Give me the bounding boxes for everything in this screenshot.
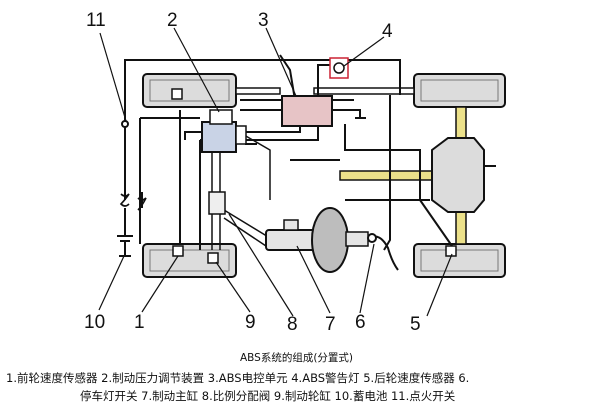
brake-pressure-modulator xyxy=(201,109,247,153)
rear-left-wheel xyxy=(142,243,237,278)
label-2: 2 xyxy=(167,10,178,31)
label-8: 8 xyxy=(287,314,298,335)
battery xyxy=(117,208,133,257)
abs-system-diagram: 11 2 3 4 10 1 9 8 7 6 5 xyxy=(84,10,506,335)
front-left-wheel xyxy=(142,73,237,108)
front-right-wheel xyxy=(413,73,506,108)
front-sensor-top xyxy=(171,88,183,100)
brake-master-cylinder xyxy=(265,207,369,273)
rear-wheel-speed-sensor xyxy=(445,245,457,257)
fuse xyxy=(137,192,147,211)
wheel-cylinder xyxy=(207,252,219,264)
legend-line-1: 1.前轮速度传感器 2.制动压力调节装置 3.ABS电控单元 4.ABS警告灯 … xyxy=(6,371,470,385)
ignition-switch xyxy=(119,60,130,207)
differential xyxy=(431,137,496,213)
front-wheel-speed-sensor xyxy=(172,245,184,257)
label-7: 7 xyxy=(325,314,336,335)
leader-lines xyxy=(98,27,453,317)
proportioning-valve xyxy=(208,191,226,215)
label-9: 9 xyxy=(245,312,256,333)
label-4: 4 xyxy=(382,21,393,42)
abs-ecu xyxy=(281,95,333,127)
diagram-title: ABS系统的组成(分置式) xyxy=(239,352,354,364)
label-1: 1 xyxy=(134,312,145,333)
label-11: 11 xyxy=(86,10,106,31)
abs-warning-light xyxy=(329,57,349,79)
label-3: 3 xyxy=(258,10,269,31)
front-axle xyxy=(235,87,415,95)
rear-right-wheel xyxy=(413,243,506,278)
label-10: 10 xyxy=(84,312,105,333)
stop-lamp-switch xyxy=(367,233,399,271)
label-6: 6 xyxy=(355,312,366,333)
label-5: 5 xyxy=(410,314,421,335)
legend-line-2: 停车灯开关 7.制动主缸 8.比例分配阀 9.制动轮缸 10.蓄电池 11.点火… xyxy=(80,389,456,403)
